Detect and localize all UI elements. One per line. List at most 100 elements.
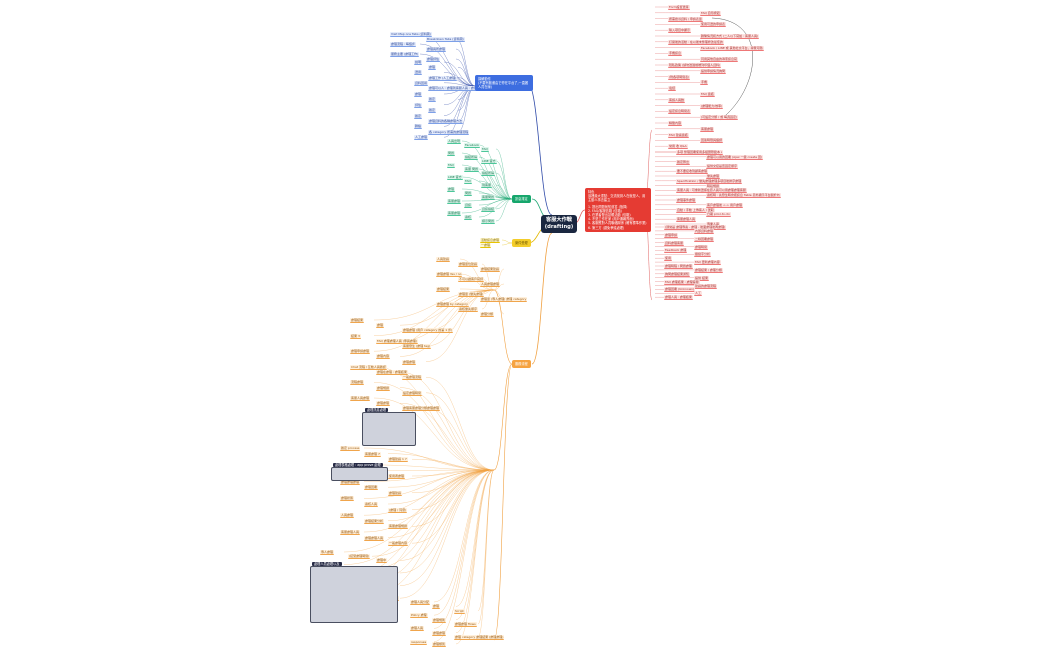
- orange-node[interactable]: 處理結果: [436, 287, 451, 292]
- green-node[interactable]: Facebook: [464, 143, 481, 148]
- orange-node[interactable]: Policy 處理: [410, 613, 428, 619]
- blue-node[interactable]: 人工處理: [414, 135, 429, 141]
- orange-node[interactable]: 處理狀態: [340, 496, 355, 502]
- pink-node[interactable]: 處理時間: [694, 244, 709, 250]
- pink-node[interactable]: 客服人員 : 可重新選擇在原人員可以用處理處理客服: [676, 188, 747, 194]
- orange-node[interactable]: (接受處理時間): [348, 554, 371, 560]
- pink-node[interactable]: Form設置選擇: [668, 5, 690, 10]
- orange-node[interactable]: 處理申請處理: [350, 349, 371, 355]
- orange-node[interactable]: 客服處理人員: [340, 530, 361, 535]
- green-node[interactable]: 客服問題: [481, 195, 496, 200]
- orange-node[interactable]: 審核人員: [364, 502, 379, 507]
- orange-node[interactable]: 處理處理處理: [340, 479, 361, 485]
- green-node[interactable]: FAQ: [481, 147, 489, 152]
- orange-node[interactable]: 處理處理 by category: [436, 302, 469, 307]
- blue-node[interactable]: 說明: [414, 60, 423, 65]
- orange-node[interactable]: 處理處理人員: [364, 535, 385, 541]
- green-node[interactable]: 資訊總結: [481, 207, 496, 212]
- blue-node[interactable]: 選用: [414, 70, 423, 76]
- green-node[interactable]: 客服處理: [447, 211, 462, 216]
- pink-node[interactable]: 資料處理客服: [664, 240, 685, 246]
- pink-node[interactable]: 時段規劃: [706, 183, 721, 189]
- hub-service-flow[interactable]: 服務流程: [512, 360, 531, 368]
- pink-node[interactable]: (可設定分類 / 或 每週固定): [700, 115, 739, 121]
- blue-node[interactable]: 資料回報: [414, 80, 429, 86]
- orange-node[interactable]: 一般處理流程: [402, 375, 423, 381]
- green-node[interactable]: 總結所得: [481, 171, 496, 176]
- pink-node[interactable]: 人工: [694, 291, 703, 297]
- green-node[interactable]: 到客服: [481, 183, 493, 188]
- pink-node[interactable]: Feedback 處理: [664, 248, 688, 254]
- orange-node[interactable]: 確定 process: [340, 446, 361, 451]
- orange-node[interactable]: 處理處理: [402, 359, 417, 365]
- orange-node[interactable]: responses: [410, 639, 428, 645]
- green-node[interactable]: 客服處理: [447, 199, 462, 204]
- orange-node[interactable]: 處理規則: [432, 617, 447, 623]
- orange-node[interactable]: 處理處理 Yes / no: [436, 272, 463, 277]
- hub-messages[interactable]: 訊息排定: [512, 195, 531, 203]
- pink-node[interactable]: 提供交接是否固定順序: [706, 164, 739, 170]
- orange-node[interactable]: 處理類別: [432, 642, 447, 647]
- orange-node[interactable]: 客服處理規劃: [388, 524, 409, 530]
- pink-node[interactable]: 精簡內容: [668, 121, 683, 126]
- orange-node[interactable]: 處理人員: [410, 626, 425, 632]
- pink-node[interactable]: 隱私政策 (請勿透過前端列印個人資料): [668, 63, 722, 68]
- pink-node[interactable]: 處理事件處理: [676, 198, 697, 203]
- pink-node[interactable]: 提供 結果: [694, 275, 709, 281]
- blue-node[interactable]: 處理資料的各種處理方法: [428, 119, 464, 124]
- orange-node[interactable]: 處理: [432, 604, 441, 610]
- hub-cases[interactable]: 案件受理: [512, 239, 531, 247]
- orange-node[interactable]: 客服發生 (處理 tag): [402, 344, 432, 349]
- pink-node[interactable]: 同用其他自由的導索訊息寫: [700, 57, 739, 63]
- pink-node[interactable]: 客戶處理後 <-> 用戶處理: [706, 202, 744, 208]
- orange-node[interactable]: 處理建議: [388, 490, 403, 496]
- pink-node[interactable]: 處理結果 / 處理分類: [694, 267, 723, 273]
- pink-node[interactable]: 日期 prior-to-do: [706, 212, 731, 218]
- orange-node[interactable]: 處理處理: [376, 401, 391, 407]
- orange-node[interactable]: FAQ 處理處理人員 (專員處理): [376, 338, 419, 344]
- orange-node[interactable]: 流程處理: [350, 380, 365, 386]
- orange-node[interactable]: 審核優先順序: [458, 307, 479, 312]
- orange-node[interactable]: 處理: [376, 323, 385, 329]
- orange-node[interactable]: 處理結果: [350, 318, 365, 323]
- orange-node[interactable]: 人員處理處理: [480, 282, 501, 287]
- hub-explain[interactable]: 講解動作 (不要有動畫由它停在平台了,一直搬 人員在線): [475, 75, 533, 91]
- orange-node[interactable]: 處理處理 flows: [454, 622, 477, 627]
- pink-node[interactable]: 電話: [668, 86, 677, 92]
- yellow-node[interactable]: 活動訊息處理: [480, 238, 501, 243]
- pink-node[interactable]: 客訴人員數: [668, 97, 686, 103]
- pink-node[interactable]: 回答時限與語調: [700, 138, 724, 144]
- root-node[interactable]: 客服大作戰 (drafting): [541, 215, 577, 233]
- pink-node[interactable]: 關鍵字分析: [694, 252, 712, 258]
- blue-node[interactable]: 評估: [414, 102, 423, 108]
- pink-node[interactable]: FAQ 建議連結: [668, 132, 689, 138]
- pink-node[interactable]: 設定訊息時間表: [668, 109, 692, 115]
- pink-node[interactable]: (處理能力/效率): [700, 103, 724, 109]
- orange-node[interactable]: (處理 / 同意): [388, 507, 408, 513]
- blue-node[interactable]: 處理: [414, 92, 423, 97]
- orange-node[interactable]: 處理單 (優先處理): [458, 292, 485, 297]
- orange-node[interactable]: 結果 3: [350, 333, 361, 339]
- green-node[interactable]: FAQ: [447, 163, 455, 168]
- blue-node[interactable]: 處理可以人 : 處理到客服人員 : 處理: [428, 86, 478, 91]
- blue-node[interactable]: 處理評估: [426, 57, 441, 62]
- green-node[interactable]: 標示問題: [481, 219, 496, 224]
- orange-node[interactable]: 專人處理: [320, 550, 335, 555]
- pink-node[interactable]: 使用: [664, 256, 673, 262]
- pink-node[interactable]: 使用可選的申請表: [700, 22, 727, 28]
- orange-node[interactable]: Script: [454, 608, 465, 614]
- hub-features[interactable]: 特色 這裡最大重點：交流找到人在就是人，用 主動人事去建立 1. 提出問題就知道…: [585, 188, 651, 232]
- pink-node[interactable]: 訂閱後的活動 : 在以後未整理修改最佳的: [668, 39, 724, 45]
- pink-node[interactable]: 優先處理: [706, 174, 721, 179]
- orange-node[interactable]: 處理結果建議: [480, 267, 501, 272]
- orange-node[interactable]: 不可以讓客戶寫評: [458, 277, 485, 282]
- orange-node[interactable]: 處理回覆: [364, 485, 379, 491]
- orange-node[interactable]: 一般處理內容: [388, 541, 409, 547]
- orange-node[interactable]: 處理分類: [480, 312, 495, 317]
- green-node[interactable]: 問題: [464, 191, 473, 196]
- green-node[interactable]: 人員出現: [447, 139, 462, 144]
- green-node[interactable]: 資訊: [464, 203, 473, 208]
- orange-node[interactable]: 使用者處理: [388, 474, 406, 479]
- orange-node[interactable]: 客服處理 7: [364, 451, 381, 457]
- green-node[interactable]: LINE 官方: [447, 175, 463, 180]
